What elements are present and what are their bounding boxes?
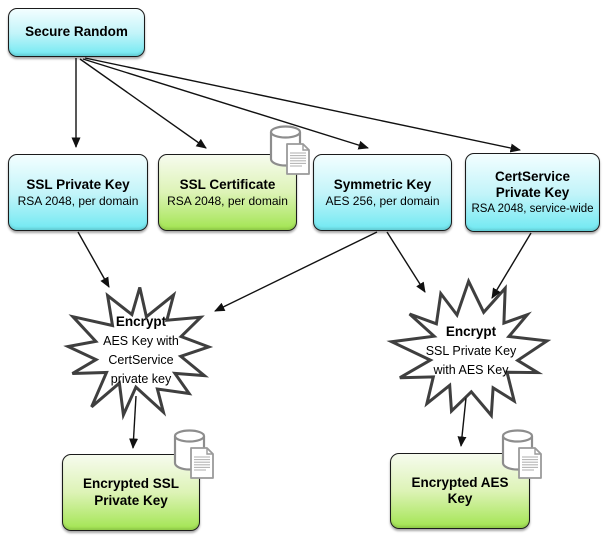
node-encrypted-ssl-private-key: Encrypted SSL Private Key: [62, 454, 200, 531]
node-encrypted-aes-key: Encrypted AES Key: [390, 453, 530, 529]
node-subtitle: RSA 2048, per domain: [167, 194, 288, 209]
node-title: SSL Private Key: [26, 176, 130, 192]
node-title: Encrypted SSL Private Key: [82, 476, 180, 508]
node-title: SSL Certificate: [179, 176, 276, 192]
edge-secure-random-to-certservice-private-key: [84, 57, 521, 153]
node-subtitle: AES 256, per domain: [325, 194, 440, 209]
starburst-line: private key: [110, 372, 172, 387]
node-subtitle: RSA 2048, per domain: [17, 194, 139, 209]
edge-certservice-private-key-to-encrypt-right: [491, 232, 532, 299]
edge-secure-random-to-symmetric-key: [82, 58, 369, 150]
encrypt-right-label: Encrypt SSL Private Key with AES Key: [401, 322, 541, 380]
node-title: Secure Random: [25, 24, 128, 40]
edge-encrypt-left-to-encrypted-ssl-private-key: [129, 395, 139, 449]
starburst-line: with AES Key: [433, 362, 509, 377]
node-title: CertService Private Key: [494, 168, 571, 201]
node-certservice-private-key: CertService Private Key RSA 2048, servic…: [465, 153, 600, 232]
edge-secure-random-to-ssl-certificate: [79, 58, 207, 149]
encrypt-left-label: Encrypt AES Key with CertService private…: [80, 312, 202, 390]
starburst-line: SSL Private Key: [425, 343, 517, 358]
starburst-line: CertService: [108, 352, 174, 367]
starburst-title: Encrypt: [445, 324, 497, 339]
edge-symmetric-key-to-encrypt-left: [214, 231, 378, 312]
node-secure-random: Secure Random: [8, 8, 145, 57]
node-symmetric-key: Symmetric Key AES 256, per domain: [313, 154, 452, 231]
node-title: Symmetric Key: [333, 176, 432, 192]
starburst-title: Encrypt: [115, 314, 167, 329]
node-ssl-certificate: SSL Certificate RSA 2048, per domain: [158, 154, 297, 231]
edge-ssl-private-key-to-encrypt-left: [77, 231, 110, 288]
node-ssl-private-key: SSL Private Key RSA 2048, per domain: [8, 154, 148, 231]
node-subtitle: RSA 2048, service-wide: [471, 202, 594, 215]
edge-symmetric-key-to-encrypt-right: [386, 231, 426, 293]
edge-encrypt-right-to-encrypted-aes-key: [457, 397, 467, 447]
starburst-line: AES Key with: [103, 333, 179, 348]
node-title: Encrypted AES Key: [411, 474, 509, 506]
